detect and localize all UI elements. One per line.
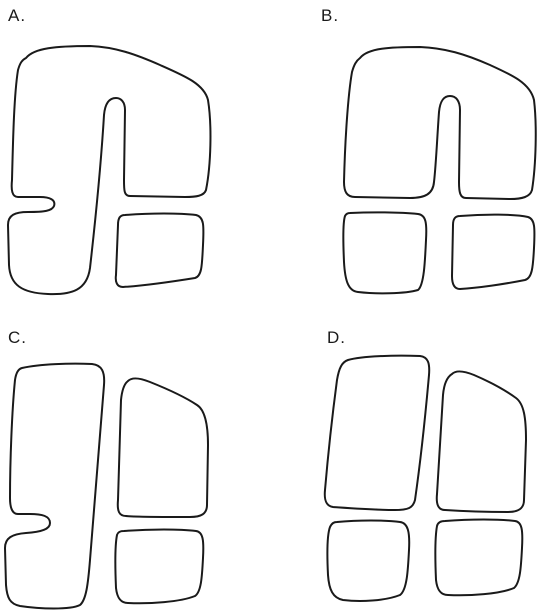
panel-d-lower-right-rect — [435, 520, 522, 596]
panel-b-large-shape — [344, 47, 536, 199]
panel-d-upper-left-shape — [325, 356, 429, 510]
panel-c-lower-right-rect — [115, 530, 203, 604]
panel-a-small-rect — [116, 214, 204, 288]
panel-d-upper-right-shape — [437, 371, 526, 512]
panel-b-left-small-rect — [343, 212, 426, 293]
panel-a — [8, 46, 210, 294]
panel-c — [5, 364, 208, 609]
panel-d-lower-left-rect — [327, 521, 409, 601]
panel-d — [325, 356, 526, 601]
panel-c-tall-shape — [5, 364, 104, 609]
panel-b-right-small-rect — [452, 215, 534, 289]
panel-b — [343, 47, 535, 293]
panel-a-large-shape — [8, 46, 210, 294]
panel-c-upper-right-shape — [118, 378, 208, 517]
